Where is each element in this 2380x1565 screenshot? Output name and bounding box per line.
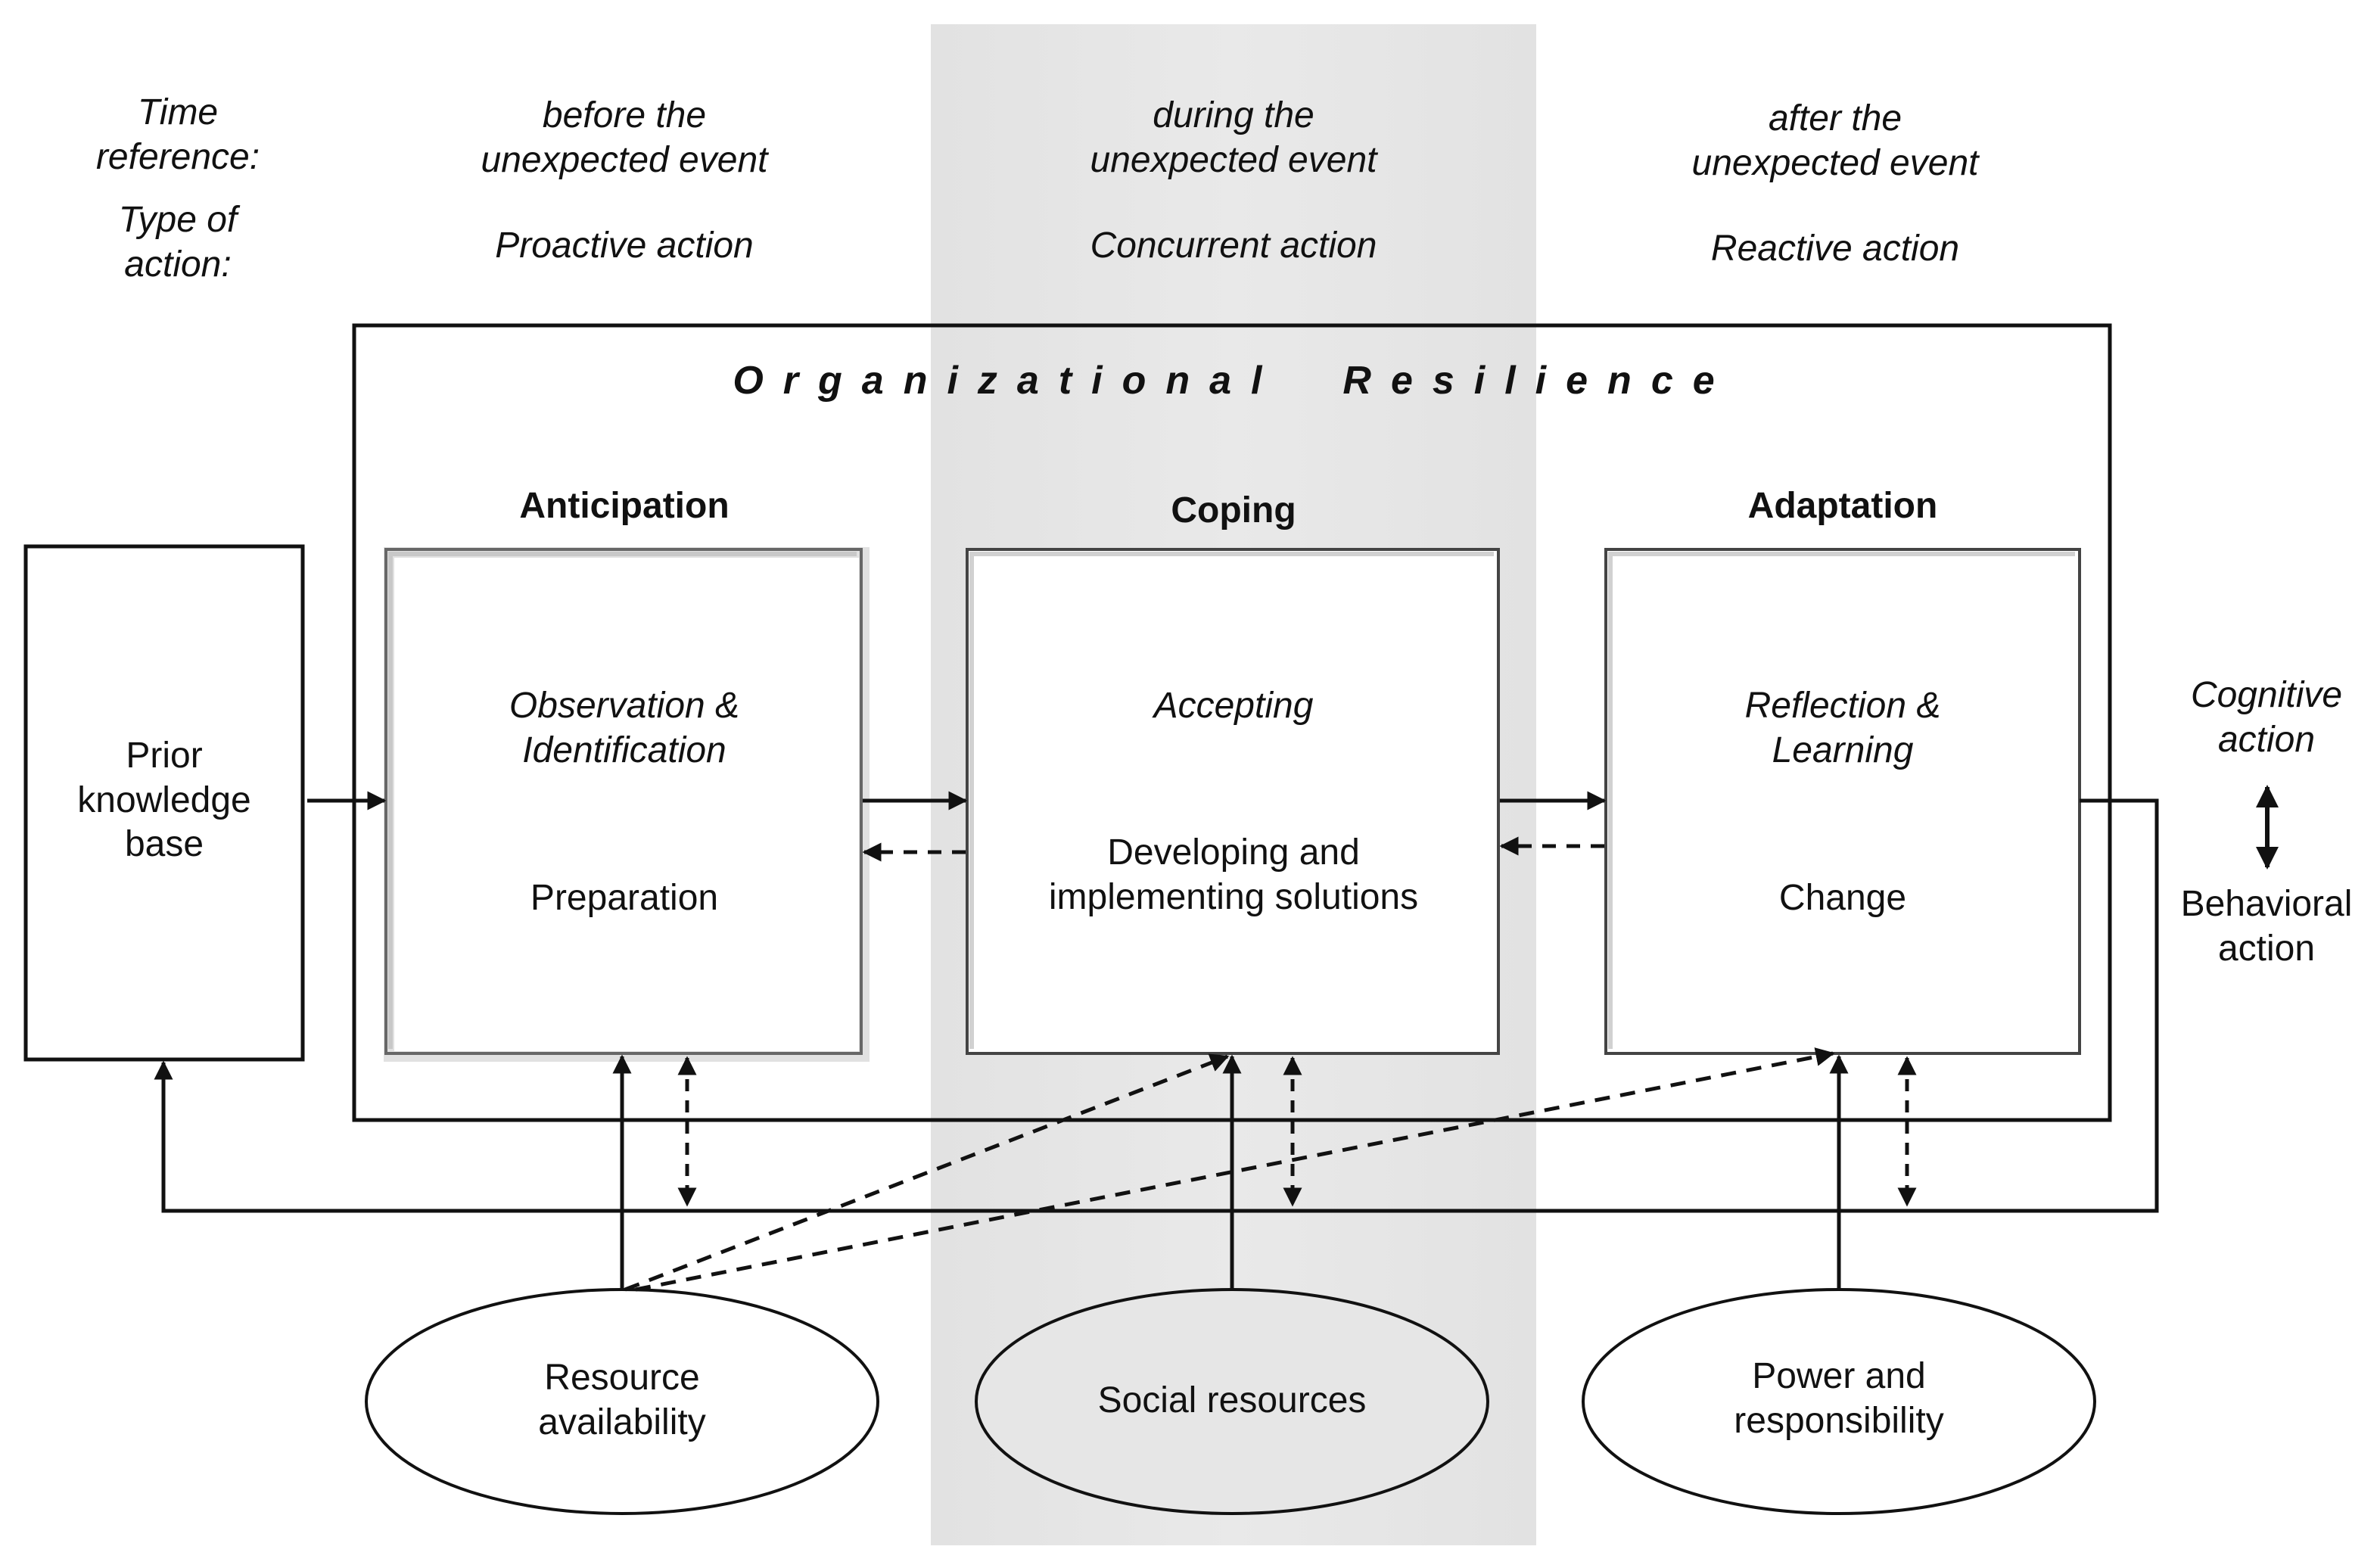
time-reference-label: Time reference:	[95, 92, 260, 177]
anticipation-behavioral: Preparation	[530, 878, 719, 918]
legend-cognitive-label: Cognitive action	[2190, 675, 2343, 760]
stage-box-adaptation	[1604, 548, 2081, 1055]
organizational-resilience-title: Organizational Resilience	[733, 359, 1734, 403]
stage-box-coping	[966, 548, 1500, 1055]
power-responsibility-label: Power and responsibility	[1734, 1356, 1944, 1441]
resource-availability-label: Resource availability	[538, 1358, 706, 1442]
coping-behavioral: Developing and implementing solutions	[1048, 832, 1419, 917]
stage-box-anticipation	[386, 549, 864, 1056]
anticipation-cognitive: Observation & Identification	[509, 686, 740, 770]
before-event-label: before the unexpected event	[481, 95, 768, 180]
prior-knowledge-label: Prior knowledge base	[77, 736, 251, 865]
after-event-label: after the unexpected event	[1691, 98, 1979, 183]
proactive-action-label: Proactive action	[495, 226, 754, 266]
coping-title: Coping	[1171, 490, 1296, 530]
legend-behavioral-label: Behavioral action	[2180, 884, 2353, 969]
adaptation-behavioral: Change	[1778, 878, 1907, 918]
reactive-action-label: Reactive action	[1710, 229, 1960, 269]
during-event-label: during the unexpected event	[1090, 95, 1377, 180]
social-resources-label: Social resources	[1097, 1380, 1367, 1420]
prior-knowledge-box	[23, 544, 305, 1062]
concurrent-action-label: Concurrent action	[1090, 226, 1377, 266]
adaptation-title: Adaptation	[1747, 486, 1938, 526]
type-of-action-label: Type of action:	[118, 200, 238, 285]
dashed-arrow-resource-to-coping	[624, 1053, 1230, 1292]
feedback-loop-line	[154, 798, 2159, 1213]
adaptation-cognitive: Reflection & Learning	[1744, 686, 1941, 770]
anticipation-title: Anticipation	[519, 486, 730, 526]
coping-cognitive: Accepting	[1153, 686, 1314, 726]
dashed-arrow-resource-to-adaptation	[635, 1047, 1835, 1292]
